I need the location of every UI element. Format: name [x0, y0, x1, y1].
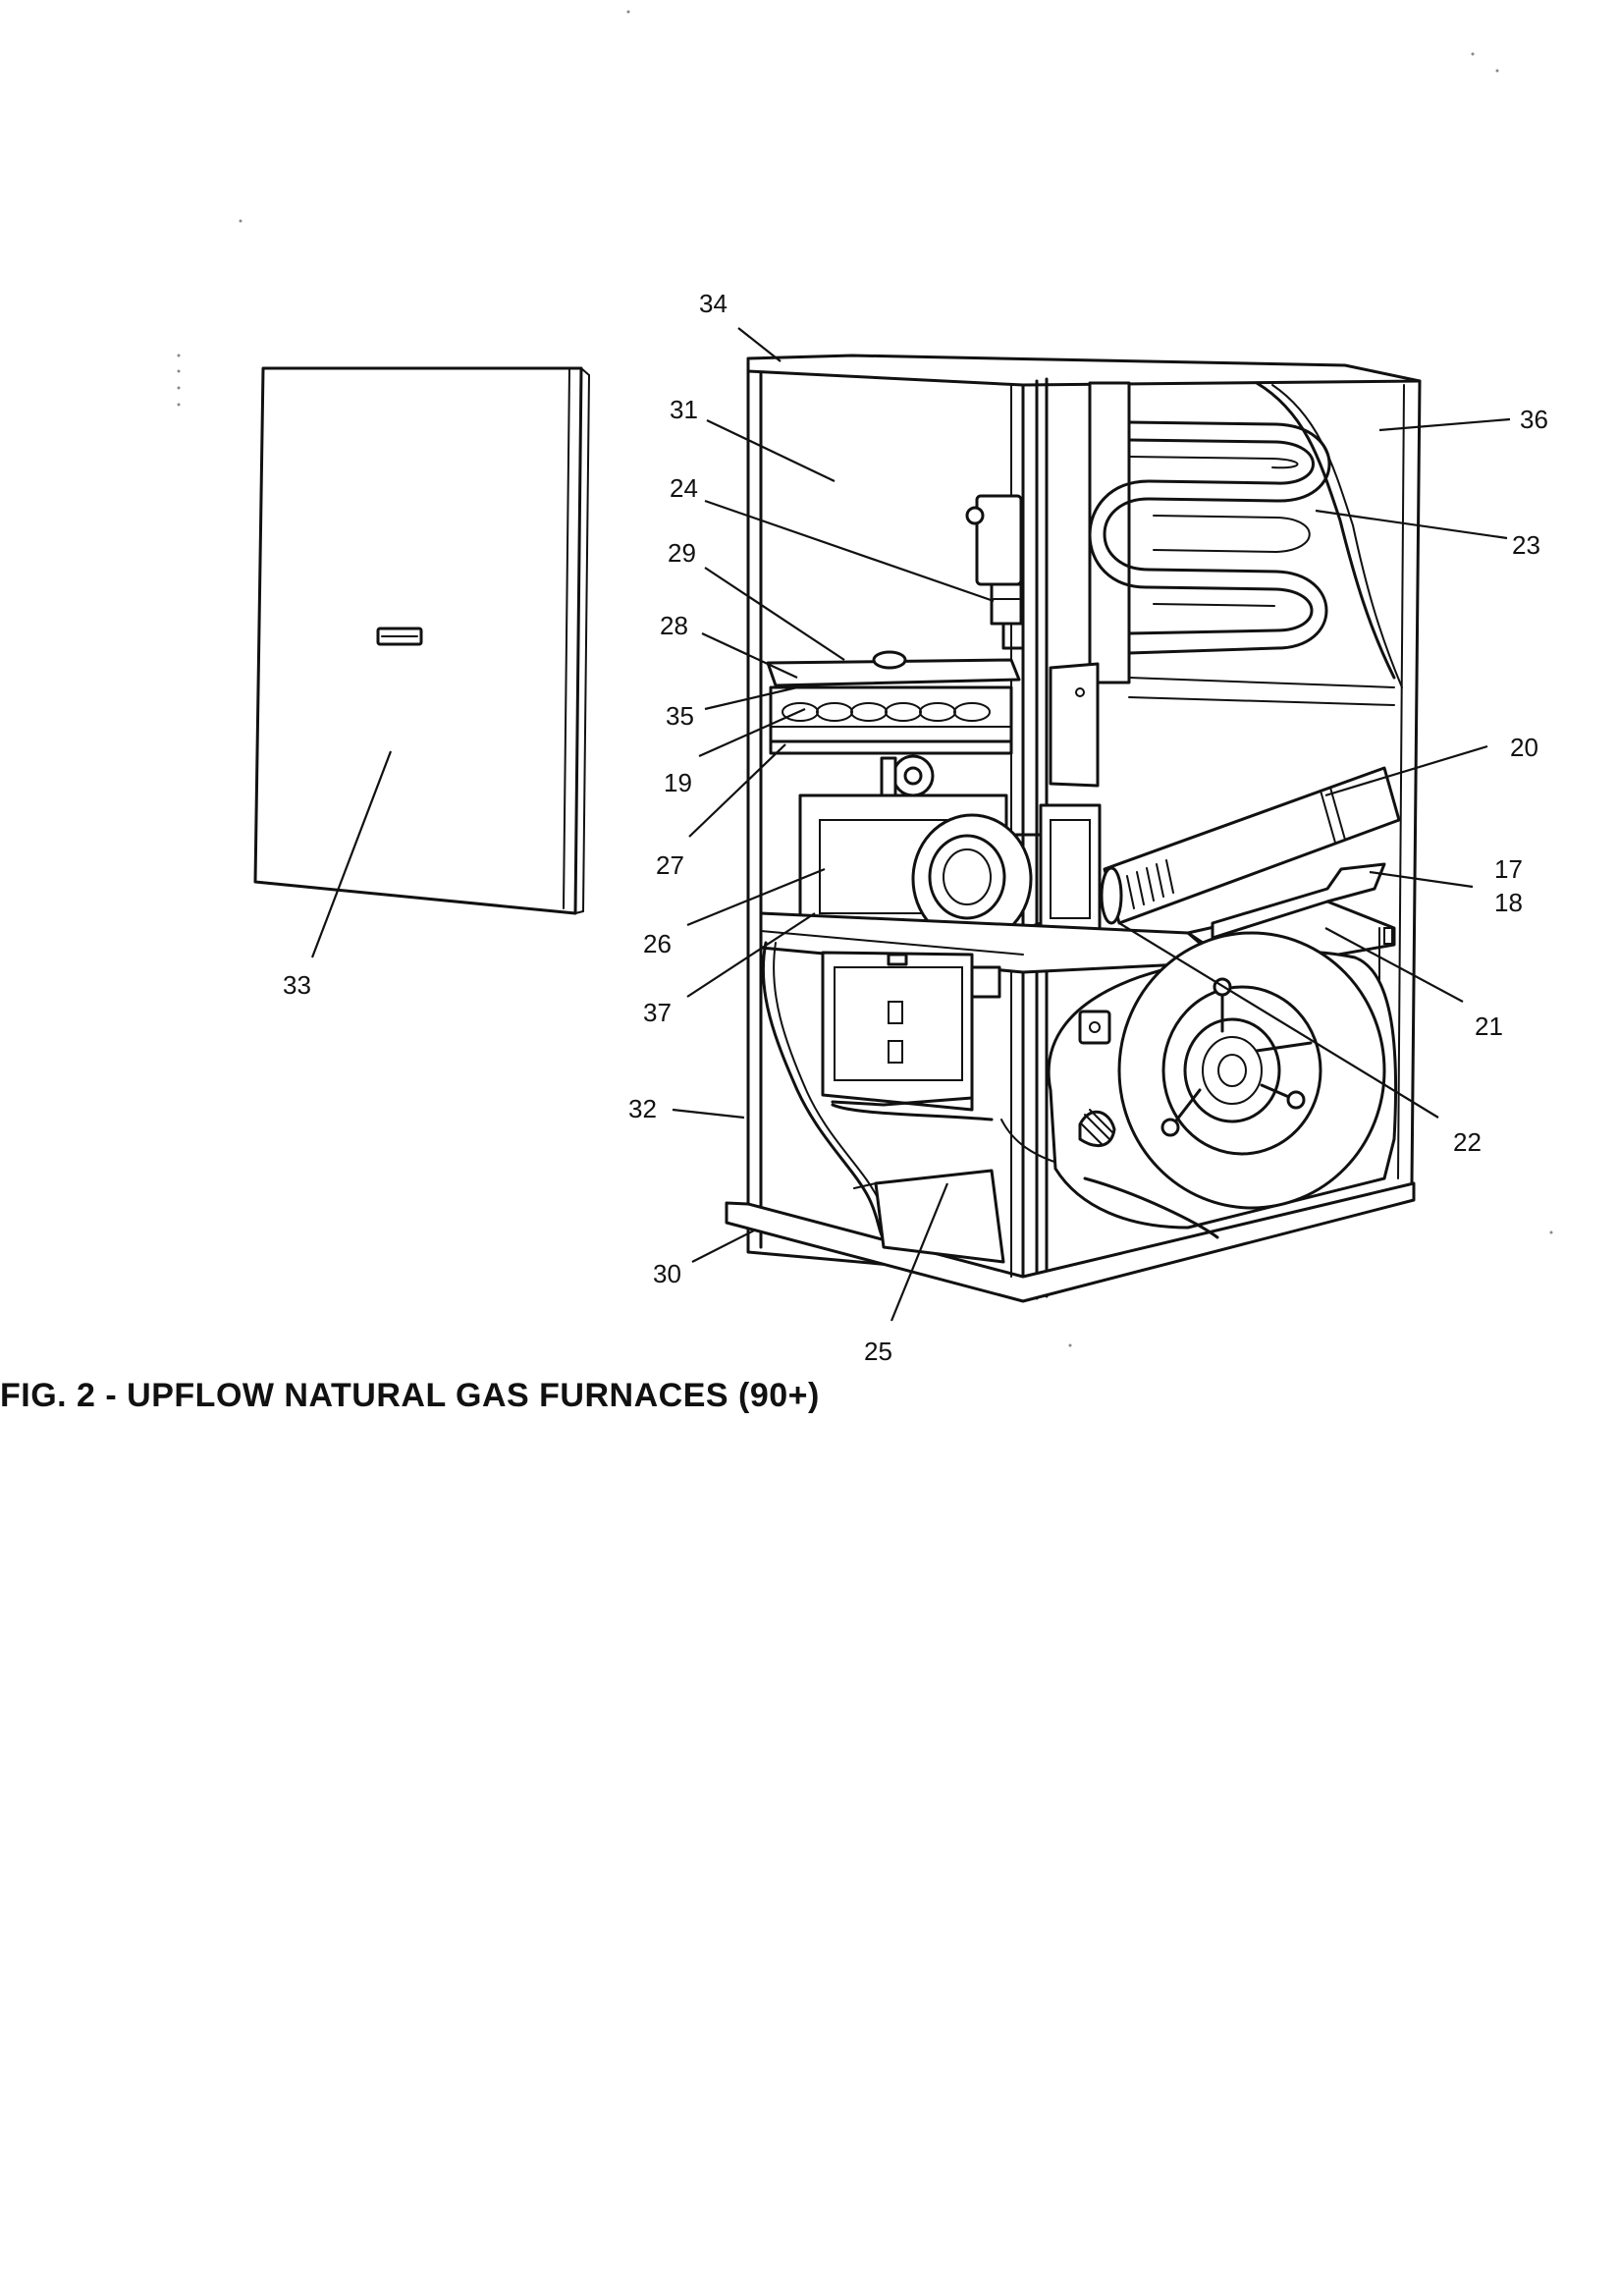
callout-22: 22 — [1453, 1127, 1482, 1157]
callout-34: 34 — [699, 289, 728, 318]
gas-valve — [965, 494, 1023, 650]
callout-20: 20 — [1510, 733, 1538, 762]
callout-21: 21 — [1475, 1011, 1503, 1041]
callout-19: 19 — [664, 768, 692, 797]
callout-24: 24 — [670, 473, 698, 503]
scan-specks — [177, 10, 1553, 1347]
callout-29: 29 — [668, 538, 696, 568]
circulating-blower — [1047, 931, 1398, 1239]
bottom-pan — [853, 1169, 1005, 1264]
access-door-panel — [253, 366, 590, 915]
inducer-assembly — [759, 793, 1224, 974]
callout-17: 17 — [1494, 854, 1523, 884]
callout-labels: 34 31 24 29 28 35 19 27 26 37 32 30 25 3… — [283, 289, 1548, 1366]
callout-31: 31 — [670, 395, 698, 424]
callout-35: 35 — [666, 701, 694, 731]
callout-30: 30 — [653, 1259, 681, 1288]
callout-37: 37 — [643, 998, 672, 1027]
control-box — [821, 951, 1001, 1112]
callout-28: 28 — [660, 611, 688, 640]
callout-26: 26 — [643, 929, 672, 958]
callout-27: 27 — [656, 850, 684, 880]
top-panel — [746, 354, 1422, 387]
callout-32: 32 — [628, 1094, 657, 1123]
vent-pipe — [1100, 766, 1401, 925]
callout-23: 23 — [1512, 530, 1540, 560]
callout-36: 36 — [1520, 405, 1548, 434]
figure-caption: FIG. 2 - UPFLOW NATURAL GAS FURNACES (90… — [0, 1377, 820, 1414]
burner-assembly — [766, 650, 1100, 797]
callout-33: 33 — [283, 970, 311, 1000]
callout-25: 25 — [864, 1337, 892, 1366]
callout-18: 18 — [1494, 888, 1523, 917]
base-rail — [725, 1181, 1416, 1303]
secondary-heat-exchanger — [1088, 381, 1403, 706]
leader-lines — [310, 327, 1511, 1322]
